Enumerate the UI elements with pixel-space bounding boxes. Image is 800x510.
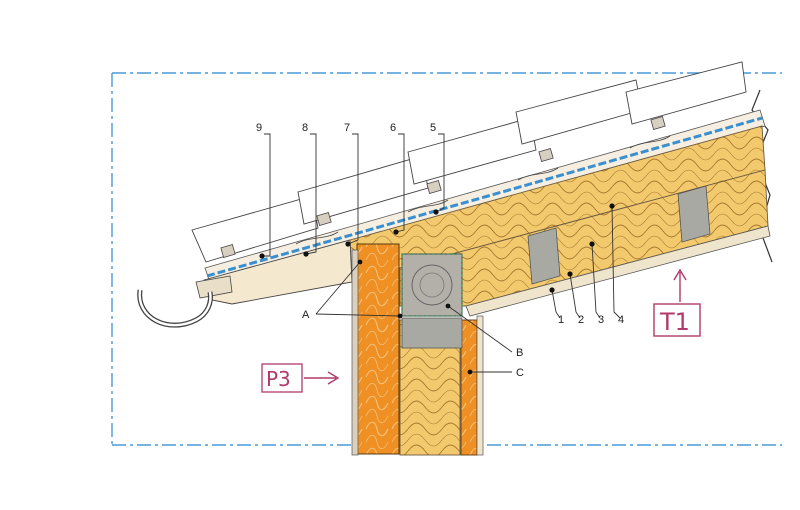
callout-1: 1 [558,314,564,326]
leader-dots-top [259,209,439,259]
leader-dots-right [549,203,615,293]
airflow-arrows [295,135,671,245]
tag-p3-box [261,363,303,393]
callout-a: A [302,309,310,321]
roof-battens [220,116,666,258]
tag-t1-arrow [673,268,687,302]
callout-3: 3 [598,314,604,326]
callout-8: 8 [302,122,308,134]
plate-airtight-tape [401,253,463,317]
wall-outer-strip [351,249,359,456]
tag-t1-box [653,303,701,337]
callout-7: 7 [344,122,350,134]
underlay-membrane [206,116,763,278]
leader-dots-letters [357,259,473,375]
fascia-edge [195,275,233,299]
wall-plate [401,253,463,317]
wall-inner-board [460,319,478,456]
callout-4: 4 [618,314,624,326]
leader-lines-top [262,133,445,257]
plate-bolt-inner [419,272,445,298]
callout-2: 2 [578,314,584,326]
plate-bolt [411,264,453,306]
wall-stud-head [401,317,463,349]
callout-c: C [516,367,524,379]
roof-tiles [191,61,747,263]
tag-t1-label: T1 [659,308,690,336]
roof-inner-lining [465,225,771,317]
wall-outer-board [356,243,400,455]
callout-b: B [516,347,523,359]
tag-p3-label: P3 [266,367,291,391]
callout-9: 9 [256,122,262,134]
gutter-inner [138,289,212,327]
tag-p3-arrow [304,371,340,385]
leader-lines-right [551,205,621,319]
callout-5: 5 [430,122,436,134]
wall-inner-lining [476,315,484,456]
callout-6: 6 [390,122,396,134]
leader-lines-letters [315,261,513,373]
rafters [527,185,711,285]
